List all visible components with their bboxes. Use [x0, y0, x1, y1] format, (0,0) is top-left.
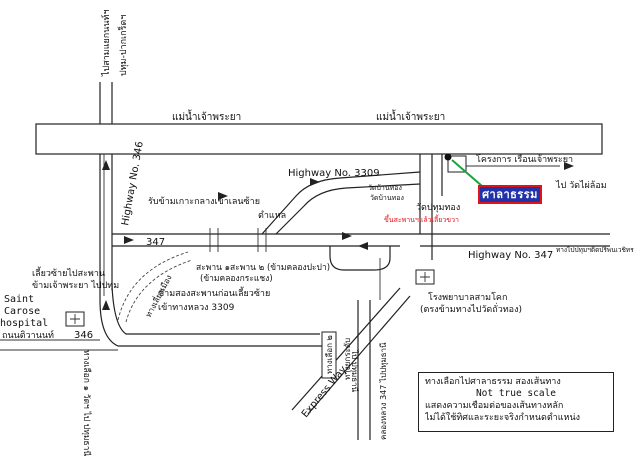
wat-pailom-label: ไป วัดไผ่ล้อม [555, 180, 607, 191]
ferry-label-2: ตำแหล [258, 210, 286, 221]
destination-label: ศาลาธรรม [478, 185, 542, 204]
road-top-label-a: ไปสามแยกนนท์ฯ [100, 9, 112, 77]
bridge1-sub-label: (ข้ามคลองกระแชง) [200, 273, 273, 284]
far-right-label: ทางไปปทุมฯติดปริพนเวชิทร [556, 246, 634, 254]
samkhok-hospital-label-1: โรงพยาบาลสามโคก [428, 292, 507, 303]
red-hint-label: ขึ้นสะพานฯแล้วเลี้ยวขวา [384, 213, 459, 224]
river-band [35, 123, 603, 155]
khlong-luang-label: คลองหลวง 347 ไปปทุมธานี [379, 342, 388, 440]
left-turn-label-1: เลี้ยวซ้ายไปสะพาน [32, 266, 105, 279]
hospital-label-2: Carose [4, 306, 40, 317]
bridge2-label: สะพาน ๒ (ข้ามคลองปะปา) [230, 262, 330, 273]
hwy3309-label: Highway No. 3309 [288, 168, 380, 179]
river-label-left: แม่น้ำเจ้าพระยา [172, 109, 241, 123]
river-label-right: แม่น้ำเจ้าพระยา [376, 109, 445, 123]
option1-label: ทางเลือก ๑ วัดฯ ไป ปทุมธานี [81, 350, 92, 456]
destination-pointer [451, 159, 483, 187]
left-turn-label-2: ข้ามเจ้าพระยา ไปปทุม [32, 280, 119, 291]
road-top-label-b: ปทุม-ปากเกร็ดฯ [116, 15, 129, 76]
note-line-2: Not true scale [475, 388, 557, 399]
hwy347-right-label: Highway No. 347 [468, 250, 553, 261]
hwy347-left-label: 347 [146, 237, 165, 248]
option2-label: ทางเลือก ๒ [325, 335, 334, 374]
samkhok-hospital-label-2: (ตรงข้ามทางไปวัดถั่วทอง) [420, 302, 522, 315]
option2-box [321, 331, 337, 379]
note-line-4: ไม่ได้ใช้ทิศและระยะจริงกำหนดตำแหน่ง [425, 413, 581, 423]
wat-label-a: วัดบ้านทอง [368, 184, 402, 192]
wat-label-b: วัดบ้านทอง [370, 194, 404, 202]
note-box: ทางเลือกไปศาลาธรรม สองเส้นทาง Not true s… [418, 372, 614, 432]
note-line-1: ทางเลือกไปศาลาธรรม สองเส้นทาง [425, 377, 561, 387]
note-line-3: แสดงความเชื่อมต่อของเส้นทางหลัก [425, 401, 564, 411]
hospital-label-1: Saint [4, 294, 34, 305]
destination-dot [444, 153, 452, 161]
bridge1-label: สะพาน ๑ [196, 263, 230, 273]
turn-label-1: ข้ามสองสะพานก่อนเลี้ยวซ้าย [158, 286, 270, 299]
road346-number: 346 [74, 330, 93, 341]
turn-label-2: เข้าทางหลวง 3309 [158, 302, 235, 313]
to-pathum-label: ไป ปทุมธานี [350, 349, 359, 393]
hospital-label-3: hospital [0, 318, 48, 329]
tiwanon-road-label: ถนนติวานนท์ [2, 329, 54, 341]
wat-label-c: วัดปทุมทอง [416, 203, 460, 213]
elevated-road-label: ทางยกระดับ [343, 338, 352, 380]
project-label: โครงการ เรือนเจ้าพระยา [476, 154, 573, 165]
ferry-label-1: รับข้ามเกาะกลางเข้าเลนซ้าย [148, 196, 260, 207]
